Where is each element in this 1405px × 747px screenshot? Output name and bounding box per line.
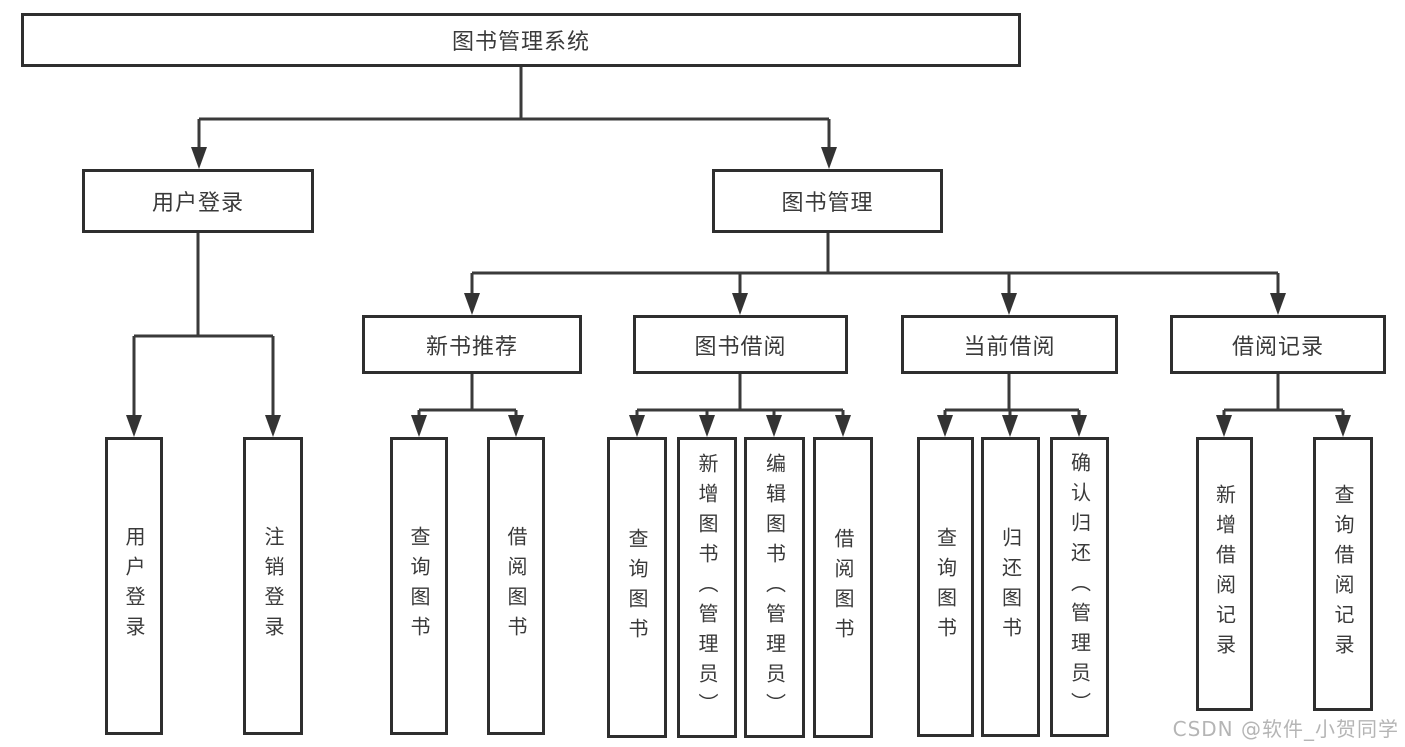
leaf-return-books: 归还图书 [981, 437, 1040, 737]
node-book-borrow-label: 图书借阅 [694, 334, 787, 360]
leaf-borrow-books-1-label: 借阅图书 [504, 526, 528, 646]
leaf-user-login-label: 用户登录 [122, 526, 146, 646]
arrow-icon [508, 415, 524, 437]
arrow-icon [629, 415, 645, 437]
connector-newrec-to-leaves [417, 374, 518, 418]
arrow-icon [1071, 415, 1087, 437]
leaf-logout: 注销登录 [243, 437, 303, 735]
node-current-borrow-label: 当前借阅 [963, 334, 1056, 360]
arrow-icon [265, 415, 281, 437]
arrow-icon [821, 147, 837, 169]
connector-root-to-level2 [197, 67, 831, 150]
arrow-icon [1335, 415, 1351, 437]
leaf-borrow-books-2: 借阅图书 [813, 437, 873, 738]
leaf-edit-book-admin-label: 编辑图书（管理员） [762, 452, 787, 723]
leaf-query-books-1: 查询图书 [390, 437, 448, 735]
arrow-icon [1002, 415, 1018, 437]
node-book-management-label: 图书管理 [781, 191, 874, 216]
connector-bookmgmt-to-level3 [470, 233, 1280, 296]
node-root-label: 图书管理系统 [451, 30, 590, 55]
arrow-icon [126, 415, 142, 437]
leaf-add-book-admin: 新增图书（管理员） [677, 437, 737, 738]
node-borrow-records-label: 借阅记录 [1231, 334, 1324, 360]
arrow-icon [411, 415, 427, 437]
leaf-return-books-label: 归还图书 [998, 527, 1023, 647]
leaf-query-books-1-label: 查询图书 [407, 526, 431, 646]
leaf-confirm-return-admin-label: 确认归还（管理员） [1067, 452, 1092, 722]
leaf-borrow-books-2-label: 借阅图书 [831, 527, 855, 648]
connector-records-to-leaves [1222, 374, 1345, 418]
leaf-add-borrow-record: 新增借阅记录 [1196, 437, 1253, 711]
leaf-edit-book-admin: 编辑图书（管理员） [744, 437, 805, 738]
node-borrow-records: 借阅记录 [1170, 315, 1386, 374]
leaf-query-borrow-record: 查询借阅记录 [1313, 437, 1373, 711]
leaf-query-books-2-label: 查询图书 [625, 527, 649, 648]
leaf-query-books-3: 查询图书 [917, 437, 974, 737]
node-new-book-recommend-label: 新书推荐 [425, 334, 518, 360]
node-user-login: 用户登录 [82, 169, 314, 233]
arrow-icon [699, 415, 715, 437]
arrow-icon [732, 293, 748, 315]
node-book-borrow: 图书借阅 [633, 315, 848, 374]
arrow-icon [766, 415, 782, 437]
node-new-book-recommend: 新书推荐 [362, 315, 582, 374]
leaf-query-books-3-label: 查询图书 [933, 527, 958, 647]
node-user-login-label: 用户登录 [151, 191, 244, 216]
node-root: 图书管理系统 [21, 13, 1021, 67]
arrow-icon [1001, 293, 1017, 315]
leaf-add-borrow-record-label: 新增借阅记录 [1212, 484, 1237, 664]
arrow-icon [1270, 293, 1286, 315]
leaf-query-books-2: 查询图书 [607, 437, 667, 738]
csdn-watermark: CSDN @软件_小贺同学 [1172, 717, 1399, 741]
arrow-icon [835, 415, 851, 437]
leaf-borrow-books-1: 借阅图书 [487, 437, 545, 735]
arrow-icon [464, 293, 480, 315]
arrow-icon [191, 147, 207, 169]
leaf-logout-label: 注销登录 [261, 526, 285, 646]
node-current-borrow: 当前借阅 [901, 315, 1118, 374]
leaf-add-book-admin-label: 新增图书（管理员） [695, 452, 719, 723]
connector-currentborrow-to-leaves [943, 374, 1081, 418]
connector-userlogin-to-leaves [132, 233, 275, 418]
arrow-icon [937, 415, 953, 437]
connector-bookborrow-to-leaves [635, 374, 845, 418]
leaf-query-borrow-record-label: 查询借阅记录 [1331, 484, 1355, 664]
node-book-management: 图书管理 [712, 169, 943, 233]
leaf-user-login: 用户登录 [105, 437, 163, 735]
arrow-icon [1216, 415, 1232, 437]
leaf-confirm-return-admin: 确认归还（管理员） [1050, 437, 1109, 737]
